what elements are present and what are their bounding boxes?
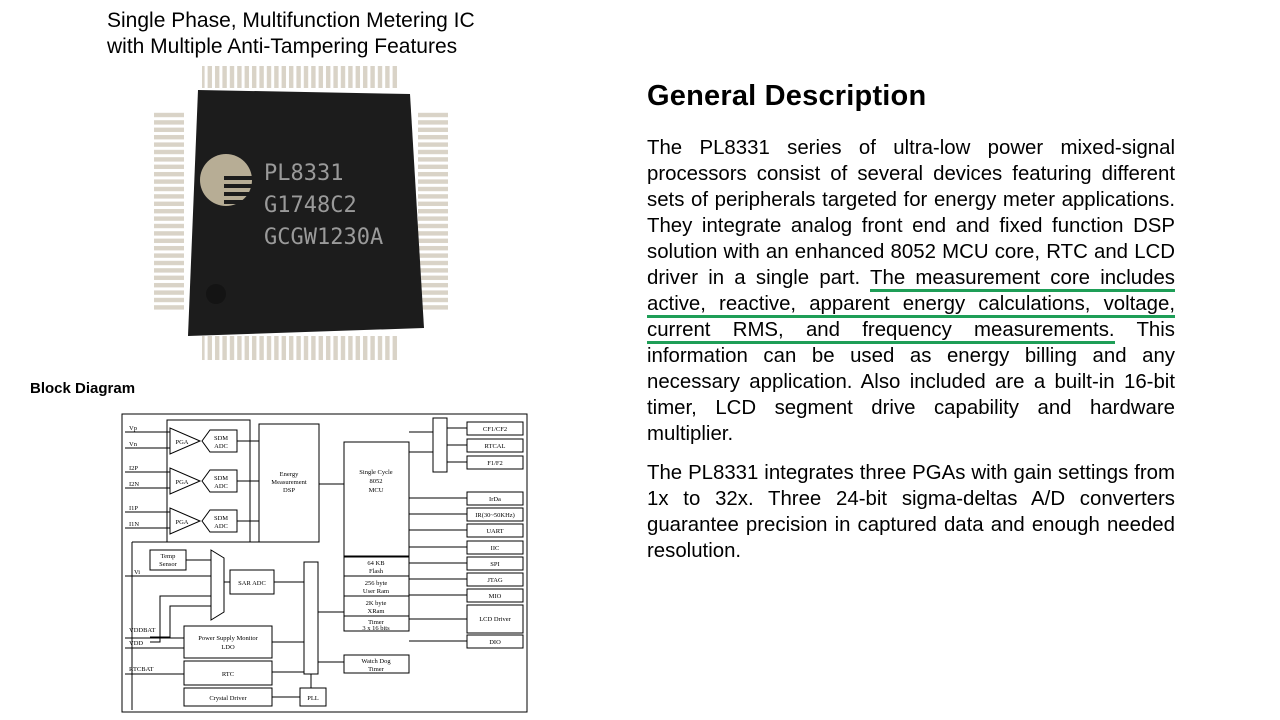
sdm-label-3a: SDM <box>214 515 228 522</box>
chip-pins-top <box>202 66 400 88</box>
input-vi: Vi <box>134 569 140 576</box>
output-irda: IrDa <box>489 496 501 503</box>
input-vn: Vn <box>129 441 138 448</box>
psm-label-2: LDO <box>221 644 235 651</box>
mcu-label-2: 8052 <box>370 478 383 485</box>
crystal-label: Crystal Driver <box>209 695 247 702</box>
sdm-label-1b: ADC <box>214 443 228 450</box>
output-lcd: LCD Driver <box>479 616 511 623</box>
description-paragraph-1: The PL8331 series of ultra-low power mix… <box>647 135 1176 447</box>
chip-pin1-dot <box>206 284 226 304</box>
temp-label-2: Sensor <box>159 561 178 568</box>
description-p1-end: This information can be used as energy b… <box>647 319 1175 445</box>
block-diagram: Vp Vn I2P I2N I1P I1N Vi VDDBAT VDD RTCB… <box>121 413 528 713</box>
chip-marking-2: G1748C2 <box>264 193 357 218</box>
sdm-label-2a: SDM <box>214 475 228 482</box>
sdm-label-1a: SDM <box>214 435 228 442</box>
pga-label-1: PGA <box>175 439 188 446</box>
dsp-label-1: Energy <box>280 471 299 478</box>
sar-adc-label: SAR ADC <box>238 580 266 587</box>
input-i2n: I2N <box>129 481 139 488</box>
mem-timer-1: Timer <box>368 619 384 626</box>
pga-1 <box>169 427 202 455</box>
description-p1-start: The PL8331 series of ultra-low power mix… <box>647 137 1175 289</box>
chip-marking-3: GCGW1230A <box>264 225 383 250</box>
output-iic: IIC <box>491 545 500 552</box>
mcu-block <box>343 441 410 557</box>
psm-label-1: Power Supply Monitor <box>198 635 258 642</box>
input-vddbat: VDDBAT <box>129 627 155 634</box>
diagram-frame <box>121 413 528 713</box>
mem-flash-2: Flash <box>369 568 384 575</box>
pga-2 <box>169 467 202 495</box>
output-uart: UART <box>486 528 503 535</box>
output-mio: MIO <box>489 593 502 600</box>
temp-label-1: Temp <box>161 553 176 560</box>
chip-photo: PL8331 G1748C2 GCGW1230A <box>154 66 448 360</box>
sdm-label-2b: ADC <box>214 483 228 490</box>
mem-flash-1: 64 KB <box>367 560 385 567</box>
mem-uram-2: User Ram <box>363 588 389 595</box>
chip-pins-right <box>418 112 448 312</box>
chip-marking-1: PL8331 <box>264 161 343 186</box>
watchdog-label-1: Watch Dog <box>361 658 391 665</box>
output-cf: CF1/CF2 <box>483 426 507 433</box>
output-ir: IR(30~50KHz) <box>475 512 515 519</box>
pga-3 <box>169 507 202 535</box>
dsp-block <box>258 423 320 543</box>
description-heading: General Description <box>647 80 927 112</box>
chip-pins-left <box>154 112 184 312</box>
mcu-label-1: Single Cycle <box>359 469 393 476</box>
mem-timer-2: 3 x 16 bits <box>362 625 390 632</box>
memory-block <box>343 556 410 632</box>
slide-title-line2: with Multiple Anti-Tampering Features <box>107 35 458 58</box>
pga-label-2: PGA <box>175 479 188 486</box>
slide-title: Single Phase, Multifunction Metering IC … <box>107 8 475 60</box>
output-spi: SPI <box>490 561 499 568</box>
description-p1-highlight: The measurement core includes active, re… <box>647 267 1176 344</box>
psm-ldo-block <box>183 625 273 659</box>
general-description: General Description The PL8331 series of… <box>647 80 1176 577</box>
input-rtcbat: RTCBAT <box>129 666 154 673</box>
input-i1n: I1N <box>129 521 139 528</box>
pll-label: PLL <box>307 695 319 702</box>
rtc-label: RTC <box>222 671 234 678</box>
sdm-label-3b: ADC <box>214 523 228 530</box>
mem-xram-2: XRam <box>368 608 385 615</box>
output-jtag: JTAG <box>487 577 503 584</box>
output-f: F1/F2 <box>487 460 503 467</box>
mux-bus-bottom <box>303 561 319 675</box>
slide-title-line1: Single Phase, Multifunction Metering IC <box>107 9 475 32</box>
output-dio: DIO <box>489 639 501 646</box>
block-diagram-label: Block Diagram <box>30 380 136 397</box>
chip-pins-bottom <box>202 336 400 360</box>
input-i1p: I1P <box>129 505 138 512</box>
mux-bus-top <box>432 417 448 473</box>
dsp-label-3: DSP <box>283 487 295 494</box>
chip-body <box>188 90 424 336</box>
dsp-label-2: Measurement <box>271 479 307 486</box>
input-vdd: VDD <box>129 640 143 647</box>
mem-xram-1: 2K byte <box>366 600 387 607</box>
mem-uram-1: 256 byte <box>365 580 388 587</box>
pga-label-3: PGA <box>175 519 188 526</box>
analog-mux <box>210 549 225 621</box>
input-i2p: I2P <box>129 465 138 472</box>
input-vp: Vp <box>129 425 137 432</box>
rtc-block <box>183 660 273 686</box>
mcu-label-3: MCU <box>369 487 384 494</box>
watchdog-label-2: Timer <box>368 666 384 673</box>
description-paragraph-2: The PL8331 integrates three PGAs with ga… <box>647 462 1175 562</box>
output-rtcal: RTCAL <box>485 443 506 450</box>
watchdog-block <box>343 654 410 674</box>
